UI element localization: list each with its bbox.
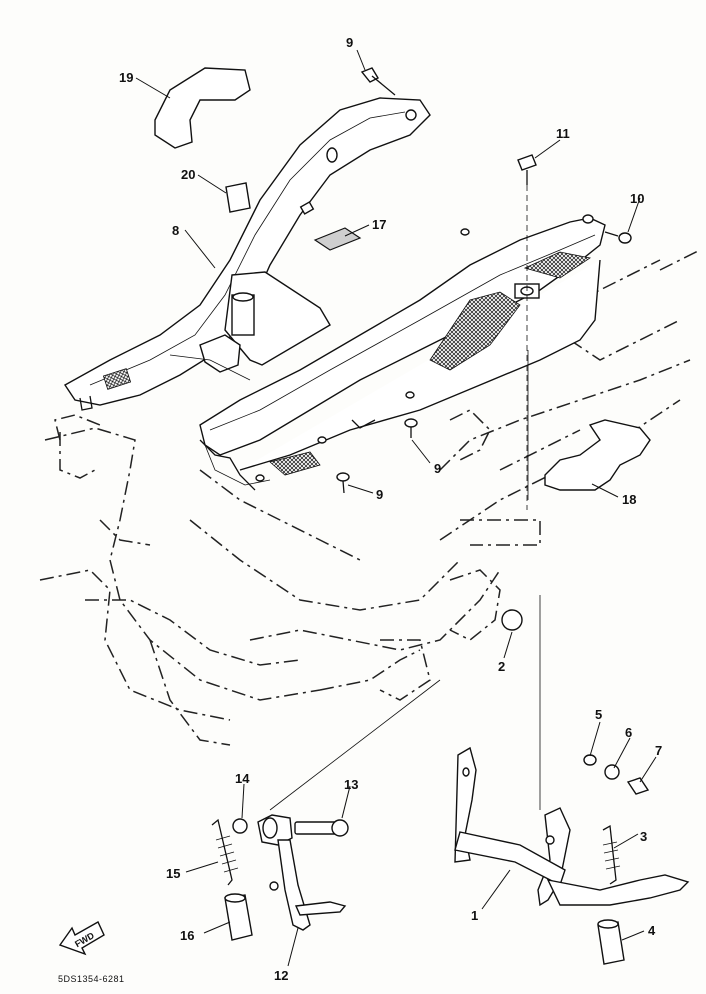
callout-17: 17 [372, 217, 386, 232]
callout-8: 8 [172, 223, 179, 238]
leader-lines [135, 49, 657, 967]
callout-13: 13 [344, 777, 358, 792]
part-19-cover [154, 67, 251, 149]
part-20-plate [225, 182, 251, 213]
callout-1: 1 [471, 908, 478, 923]
callout-labels: 1 2 3 4 5 6 7 8 9 9 9 10 11 12 13 14 15 … [119, 35, 662, 983]
part-17-label [313, 227, 362, 251]
callout-9-mid: 9 [434, 461, 441, 476]
drawing-code: 5DS1354-6281 [58, 974, 125, 984]
callout-10: 10 [630, 191, 644, 206]
frame-outline [39, 249, 701, 746]
callout-20: 20 [181, 167, 195, 182]
callout-18: 18 [622, 492, 636, 507]
leg-shield-panel [63, 97, 431, 411]
callout-3: 3 [640, 829, 647, 844]
callout-12: 12 [274, 968, 288, 983]
callout-16: 16 [180, 928, 194, 943]
footrest-board [199, 214, 606, 491]
fwd-arrow-icon [58, 921, 105, 956]
callout-7: 7 [655, 743, 662, 758]
callout-19: 19 [119, 70, 133, 85]
callout-4: 4 [648, 923, 656, 938]
inner-box [169, 271, 331, 381]
center-stand-assembly [454, 609, 690, 965]
callout-6: 6 [625, 725, 632, 740]
callout-9-top: 9 [346, 35, 353, 50]
screw-9-top [360, 67, 396, 96]
side-stand-assembly [211, 814, 349, 941]
screw-9-mid [404, 418, 418, 438]
callout-11: 11 [556, 126, 570, 141]
callout-2: 2 [498, 659, 505, 674]
callout-9-low: 9 [376, 487, 383, 502]
part-18-cover [544, 419, 651, 491]
bolt-11 [517, 154, 537, 185]
callout-14: 14 [235, 771, 250, 786]
screw-10 [604, 231, 632, 244]
callout-15: 15 [166, 866, 180, 881]
callout-5: 5 [595, 707, 602, 722]
screw-9-low [336, 472, 350, 494]
